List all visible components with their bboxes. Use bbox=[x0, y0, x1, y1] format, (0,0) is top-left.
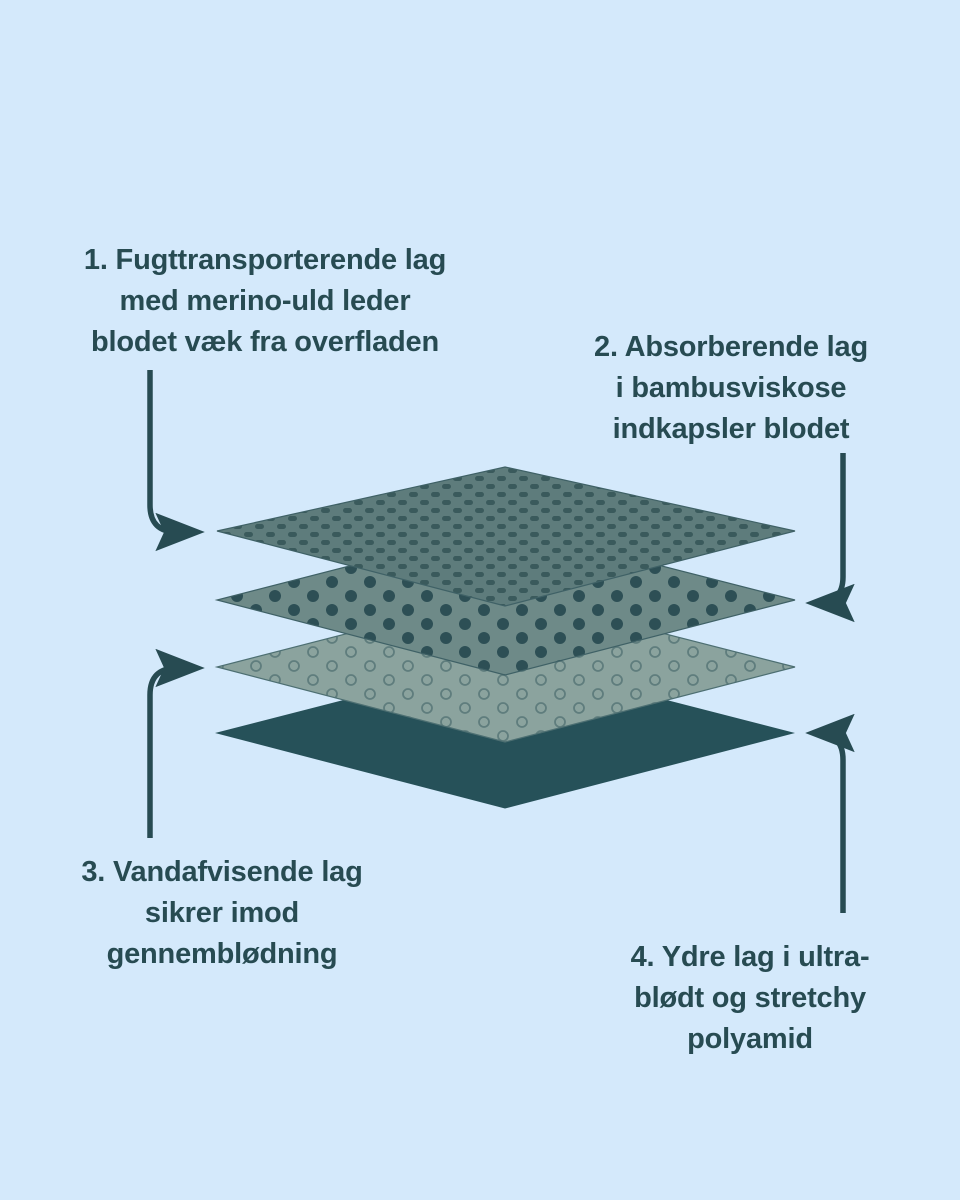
layer-1-moisture-wicking-merino bbox=[216, 466, 796, 607]
arrow-2-to-layer-2 bbox=[805, 453, 855, 623]
layer-3-label: 3. Vandafvisende lag sikrer imod gennemb… bbox=[81, 856, 363, 971]
arrow-3-to-layer-3 bbox=[147, 648, 205, 838]
arrow-1-to-layer-1 bbox=[147, 370, 205, 552]
arrow-4-to-layer-4 bbox=[805, 713, 855, 913]
layer-1-label: 1. Fugttransporterende lag med merino-ul… bbox=[83, 244, 447, 359]
layer-2-label: 2. Absorberende lag i bambusviskose indk… bbox=[594, 331, 868, 446]
layer-4-label: 4. Ydre lag i ultra- blødt og stretchy p… bbox=[630, 941, 870, 1056]
